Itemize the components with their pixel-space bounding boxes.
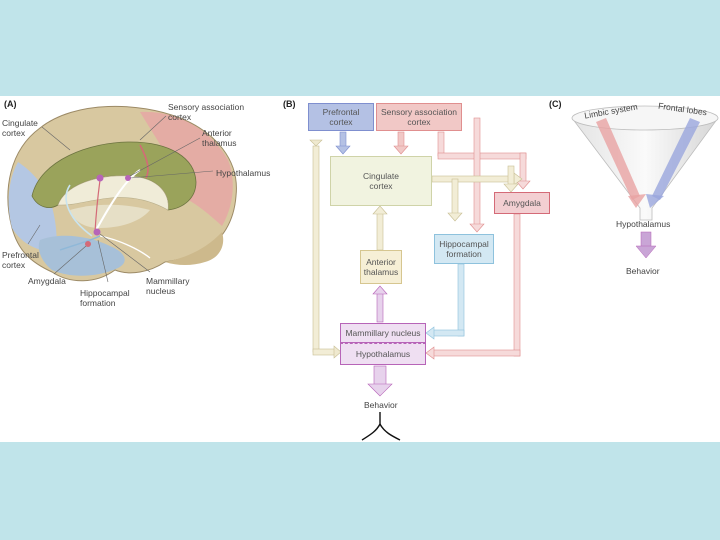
hypothalamus-to-behavior-arrow (367, 365, 393, 397)
behavior-arrow-c (635, 231, 657, 259)
box-hypothalamus: Hypothalamus (340, 343, 426, 365)
hypothalamus-dot (125, 175, 131, 181)
pathway-2 (65, 184, 93, 237)
lower-brain-region (165, 232, 224, 265)
pathway-5 (139, 144, 149, 179)
label-prefrontal-cortex: Prefrontal cortex (2, 250, 39, 270)
box-amygdala: Amygdala (494, 192, 550, 214)
thalamus-to-cingulate-arrow (372, 205, 388, 251)
label-amygdala: Amygdala (28, 276, 66, 286)
label-anterior-thalamus: Anterior thalamus (202, 128, 237, 148)
mammillary-dot (93, 228, 101, 236)
amygdala-to-hypothalamus-arrow (425, 213, 521, 360)
pathway-3 (99, 235, 151, 259)
amygdala-dot (85, 241, 91, 247)
panel-c-tag: (C) (549, 99, 562, 109)
label-sensory-association-cortex: Sensory association cortex (168, 102, 245, 122)
box-cingulate-cortex: Cingulate cortex (330, 156, 432, 206)
panel-b-tag: (B) (283, 99, 296, 109)
label-behavior-c: Behavior (626, 266, 660, 276)
hippocampal-to-mammillary-arrow (425, 263, 465, 340)
panel-a-tag: (A) (4, 99, 17, 109)
box-hippocampal-formation: Hippocampal formation (434, 234, 494, 264)
box-anterior-thalamus: Anterior thalamus (360, 250, 402, 284)
label-mammillary-nucleus: Mammillary nucleus (146, 276, 190, 296)
sensory-to-hippocampal-arrow (469, 117, 485, 233)
pathway-6 (94, 179, 101, 233)
box-sensory-association-cortex: Sensory association cortex (376, 103, 462, 131)
box-mammillary-nucleus: Mammillary nucleus (340, 323, 426, 343)
pathway-1 (94, 169, 141, 233)
prefrontal-region (8, 162, 57, 252)
label-hippocampal-formation: Hippocampal formation (80, 288, 130, 308)
cingulate-to-targets-arrow (431, 165, 523, 222)
box-prefrontal-cortex: Prefrontal cortex (308, 103, 374, 131)
label-cingulate-cortex: Cingulate cortex (2, 118, 38, 138)
prefrontal-to-cingulate-arrow (335, 131, 351, 155)
sensory-to-cingulate-arrow (393, 131, 409, 155)
corpus-callosum (57, 175, 169, 211)
behavior-split-arrow (361, 412, 401, 441)
left-loop-arrow (309, 139, 342, 359)
inner-region (70, 204, 150, 228)
label-behavior-b: Behavior (364, 400, 398, 410)
limbic-flow-arrow (596, 118, 646, 208)
pathway-4 (59, 235, 101, 251)
label-hypothalamus-c: Hypothalamus (616, 219, 671, 229)
mammillary-to-thalamus-arrow (372, 285, 388, 323)
frontal-flow-arrow (646, 118, 700, 208)
label-hypothalamus: Hypothalamus (216, 168, 271, 178)
anterior-thalamus-dot (96, 174, 104, 182)
sensory-to-amygdala-arrow (437, 131, 531, 190)
temporal-region (38, 235, 125, 276)
